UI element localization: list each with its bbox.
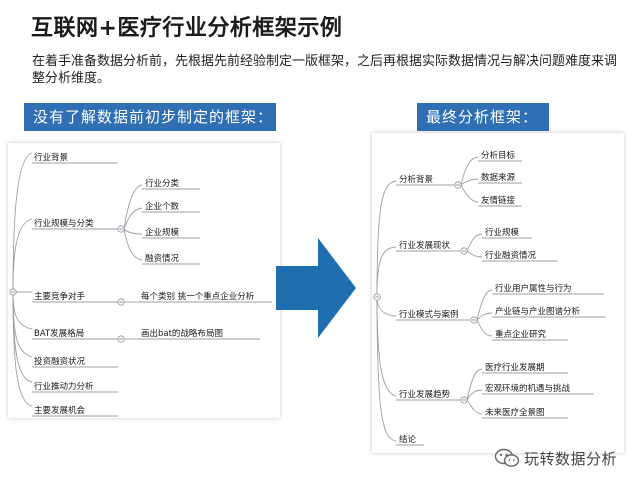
- node-industry-background: 行业背景: [34, 152, 68, 163]
- watermark: 玩转数据分析: [494, 446, 617, 470]
- node-opportunities: 主要发展机会: [34, 405, 86, 416]
- transition-arrow-icon: [276, 238, 356, 338]
- node-conclusion: 结论: [399, 434, 417, 445]
- node-links: 友情链接: [481, 195, 516, 206]
- initial-framework-heading: 没有了解数据前初步制定的框架：: [24, 103, 276, 131]
- node-mode-and-cases: 行业模式与案例: [399, 309, 459, 320]
- node-scale: 行业规模: [485, 227, 520, 238]
- node-development-status: 行业发展现状: [399, 240, 451, 251]
- initial-framework-mindmap: 行业背景 行业规模与分类 行业分类 企业个数 企业规模 融资情况 主要竞争对手 …: [9, 152, 272, 417]
- node-data-source: 数据来源: [481, 172, 516, 183]
- node-user-attributes: 行业用户属性与行为: [495, 283, 572, 294]
- final-framework-panel: 分析背景 分析目标 数据来源 友情链接 行业发展现状 行业规模 行业融资情况 行…: [372, 133, 624, 453]
- node-financing: 融资情况: [145, 253, 180, 264]
- analysis-background-hub[interactable]: [454, 181, 462, 189]
- node-category: 行业分类: [145, 178, 180, 189]
- node-stage: 医疗行业发展期: [485, 362, 545, 373]
- final-framework-heading: 最终分析框架：: [417, 103, 549, 131]
- node-investment-status: 投资融资状况: [34, 356, 86, 367]
- bat-layout-hub[interactable]: [117, 335, 125, 343]
- node-drivers: 行业推动力分析: [34, 381, 94, 392]
- node-draw-bat-map: 画出bat的战略布局图: [141, 328, 223, 339]
- initial-framework-panel: 行业背景 行业规模与分类 行业分类 企业个数 企业规模 融资情况 主要竞争对手 …: [8, 143, 280, 418]
- node-key-companies: 重点企业研究: [495, 329, 547, 340]
- final-framework-mindmap: 分析背景 分析目标 数据来源 友情链接 行业发展现状 行业规模 行业融资情况 行…: [373, 150, 606, 446]
- node-scale-and-category: 行业规模与分类: [34, 218, 94, 229]
- scale-category-hub[interactable]: [117, 225, 125, 233]
- node-competitors: 主要竞争对手: [34, 291, 86, 302]
- page-title: 互联网+医疗行业分析框架示例: [31, 16, 343, 41]
- node-goal: 分析目标: [481, 150, 516, 161]
- competitors-hub[interactable]: [117, 298, 125, 306]
- node-bat-layout: BAT发展格局: [34, 328, 84, 339]
- development-status-hub[interactable]: [460, 247, 468, 255]
- trends-hub[interactable]: [460, 396, 468, 404]
- watermark-text: 玩转数据分析: [524, 449, 618, 468]
- node-future: 未来医疗全景图: [485, 407, 545, 418]
- node-company-count: 企业个数: [145, 201, 180, 212]
- node-company-scale: 企业规模: [145, 227, 180, 238]
- left-root-hub[interactable]: [9, 288, 17, 296]
- page-subtitle: 在着手准备数据分析前，先根据先前经验制定一版框架，之后再根据实际数据情况与解决问…: [32, 54, 618, 86]
- right-root-hub[interactable]: [373, 293, 381, 301]
- node-chain-analysis: 产业链与产业图谱分析: [495, 306, 581, 317]
- node-industry-financing: 行业融资情况: [485, 250, 537, 261]
- wechat-icon: [494, 448, 520, 467]
- mode-cases-hub[interactable]: [470, 316, 478, 324]
- node-pick-one-per-category: 每个类别 挑一个重点企业分析: [141, 291, 255, 302]
- node-macro: 宏观环境的机遇与挑战: [485, 383, 571, 394]
- node-analysis-background: 分析背景: [399, 174, 433, 185]
- node-trends: 行业发展趋势: [399, 389, 451, 400]
